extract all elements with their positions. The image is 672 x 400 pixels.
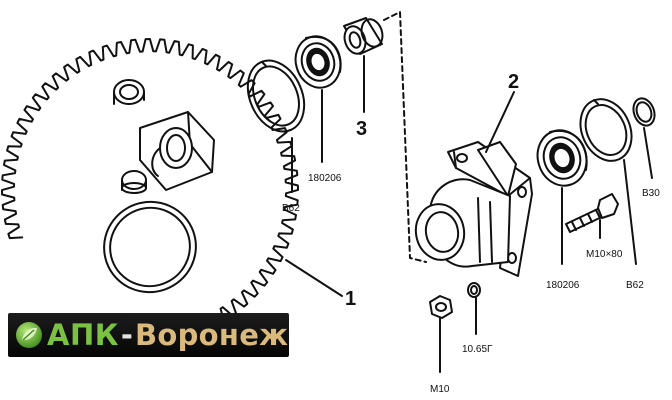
label-bearing-upper: 180206 bbox=[308, 173, 342, 184]
label-ring-right-small: B30 bbox=[642, 188, 660, 199]
flange-housing bbox=[414, 141, 533, 277]
watermark-separator: - bbox=[120, 318, 133, 352]
sleeve bbox=[343, 17, 384, 55]
label-bolt: M10×80 bbox=[586, 249, 623, 260]
watermark-city: Воронеж bbox=[134, 318, 289, 352]
label-washer: 10.65Г bbox=[462, 344, 493, 355]
callout-3: 3 bbox=[356, 118, 367, 140]
watermark-logo: АПК - Воронеж bbox=[8, 313, 289, 357]
leader-line-1 bbox=[285, 259, 343, 297]
label-bearing-right: 180206 bbox=[546, 280, 580, 291]
leader-b62-right bbox=[623, 159, 637, 265]
washer bbox=[467, 282, 481, 298]
label-ring-right-large: B62 bbox=[626, 280, 644, 291]
callout-1: 1 bbox=[345, 288, 356, 310]
sprocket-pin bbox=[121, 170, 147, 194]
watermark-brand: АПК bbox=[47, 318, 119, 352]
bearing-upper bbox=[294, 35, 342, 89]
callout-2: 2 bbox=[508, 71, 519, 93]
snap-ring-right-small bbox=[632, 97, 656, 127]
sprocket-bushing bbox=[113, 79, 145, 105]
label-ring-left: B62 bbox=[282, 203, 300, 214]
nut bbox=[429, 295, 453, 319]
snap-ring-left bbox=[246, 59, 306, 133]
leader-line-2 bbox=[485, 91, 515, 153]
bolt bbox=[565, 193, 619, 233]
sprocket-inner-ring bbox=[103, 200, 197, 294]
snap-ring-right-large bbox=[579, 98, 633, 162]
leaf-icon bbox=[16, 322, 42, 348]
assembly-dashed-line bbox=[383, 11, 427, 263]
sprocket-wheel bbox=[1, 38, 299, 325]
bearing-right bbox=[536, 129, 588, 187]
label-nut: M10 bbox=[430, 384, 450, 395]
sprocket-hub bbox=[139, 111, 215, 191]
leader-b30 bbox=[643, 127, 653, 179]
